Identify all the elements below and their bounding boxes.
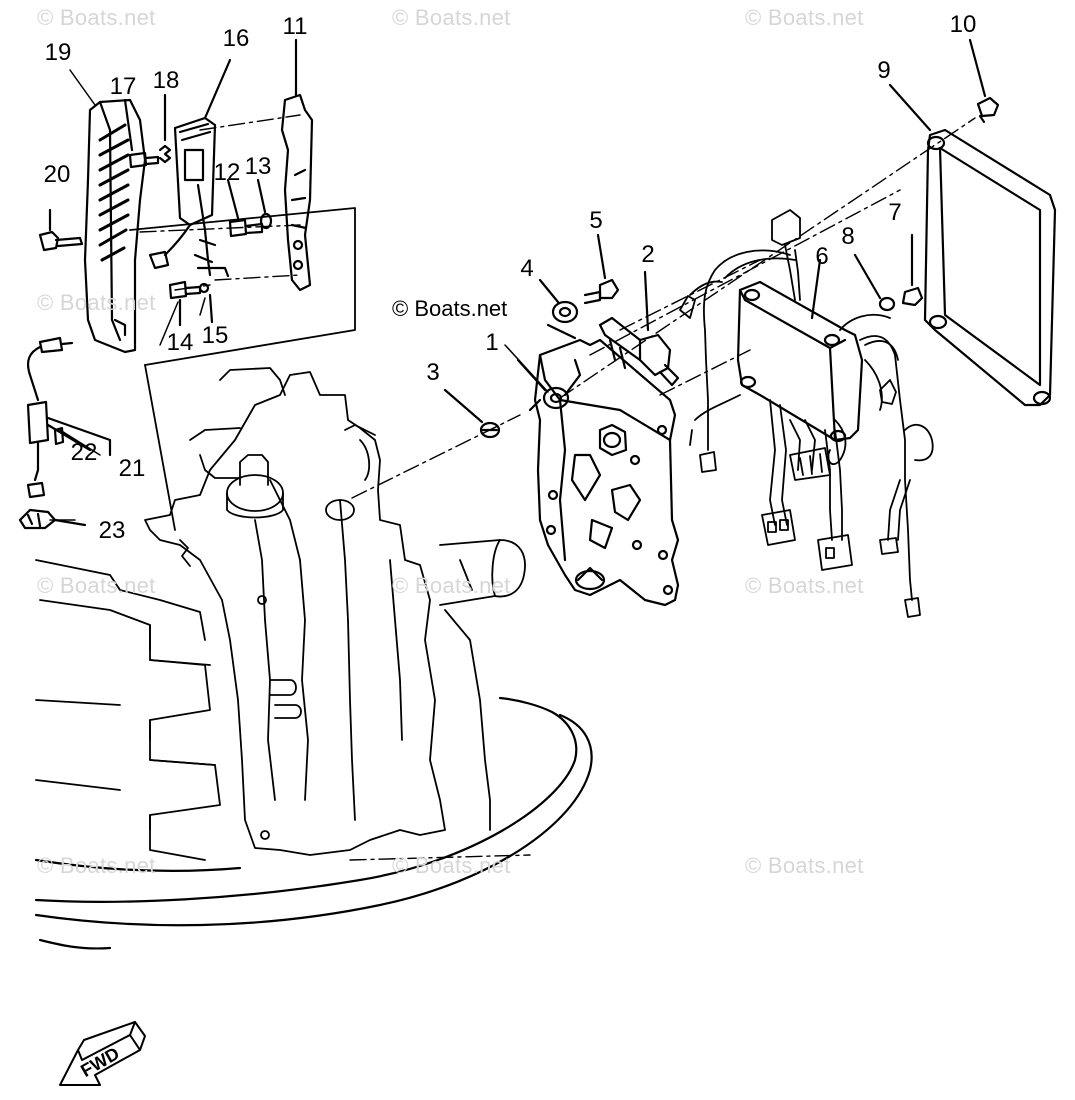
callout-leaders (49, 69, 549, 521)
callout-10: 10 (950, 11, 977, 38)
part-23-clip (18, 508, 87, 530)
part-18-spring (158, 93, 172, 164)
part-17-screw (123, 98, 160, 169)
watermark: © Boats.net (745, 573, 864, 598)
part-2-switch (598, 270, 680, 387)
part-11-bracket (280, 38, 314, 292)
callout-11: 11 (283, 13, 308, 40)
callout-7: 7 (888, 199, 901, 226)
part-19-cover (83, 98, 147, 354)
leader-lines (139, 114, 976, 861)
watermark: © Boats.net (37, 290, 156, 315)
part-20-bolt (38, 208, 84, 252)
callout-8: 8 (841, 223, 854, 250)
part-16-module (148, 58, 232, 278)
callout-4: 4 (520, 255, 533, 282)
part-22-terminal (53, 426, 65, 446)
callout-13: 13 (245, 153, 272, 180)
part-5-screw (583, 233, 620, 305)
watermark-center: © Boats.net (392, 296, 508, 321)
part-12-screw (226, 178, 264, 238)
part-1-plate (516, 338, 680, 607)
callout-5: 5 (589, 207, 602, 234)
watermark: © Boats.net (745, 853, 864, 878)
watermark: © Boats.net (392, 573, 511, 598)
part-13-washer (256, 178, 273, 230)
part-9-cover (888, 83, 1057, 407)
fwd-label: FWD (77, 1043, 122, 1081)
callout-18: 18 (153, 67, 180, 94)
part-6-cdi (736, 258, 864, 443)
part-6-harness (679, 209, 934, 618)
watermark: © Boats.net (745, 5, 864, 30)
watermark: © Boats.net (37, 853, 156, 878)
callout-6: 6 (815, 243, 828, 270)
part-21-lead (26, 336, 112, 499)
callout-2: 2 (641, 241, 654, 268)
engine-block (35, 367, 526, 861)
callout-21: 21 (119, 455, 146, 482)
part-10-screw (968, 38, 1000, 124)
part-8-washer (853, 253, 896, 312)
callout-17: 17 (110, 73, 137, 100)
callout-22: 22 (71, 439, 98, 466)
fwd-arrow-shape (59, 1021, 146, 1086)
callout-9: 9 (877, 57, 890, 84)
watermark: © Boats.net (37, 5, 156, 30)
part-3-washer (443, 388, 501, 439)
watermark: © Boats.net (392, 853, 511, 878)
part-4-nut (538, 278, 579, 340)
callout-14: 14 (167, 329, 194, 356)
lower-cowling (34, 696, 593, 950)
watermark: © Boats.net (37, 573, 156, 598)
callout-16: 16 (223, 25, 250, 52)
part-7-screw (901, 233, 924, 307)
callout-19: 19 (45, 39, 72, 66)
callout-12: 12 (214, 159, 241, 186)
callout-1: 1 (485, 329, 498, 356)
callout-numbers: 1 2 3 4 5 6 7 8 9 10 11 12 13 14 15 16 1… (44, 11, 977, 1081)
watermark: © Boats.net (392, 5, 511, 30)
callout-15: 15 (202, 322, 229, 349)
callout-20: 20 (44, 161, 71, 188)
callout-23: 23 (99, 517, 126, 544)
callout-3: 3 (426, 359, 439, 386)
part-14-screw (168, 280, 202, 327)
inset-outline (129, 207, 356, 531)
part-15-washer (198, 282, 214, 324)
